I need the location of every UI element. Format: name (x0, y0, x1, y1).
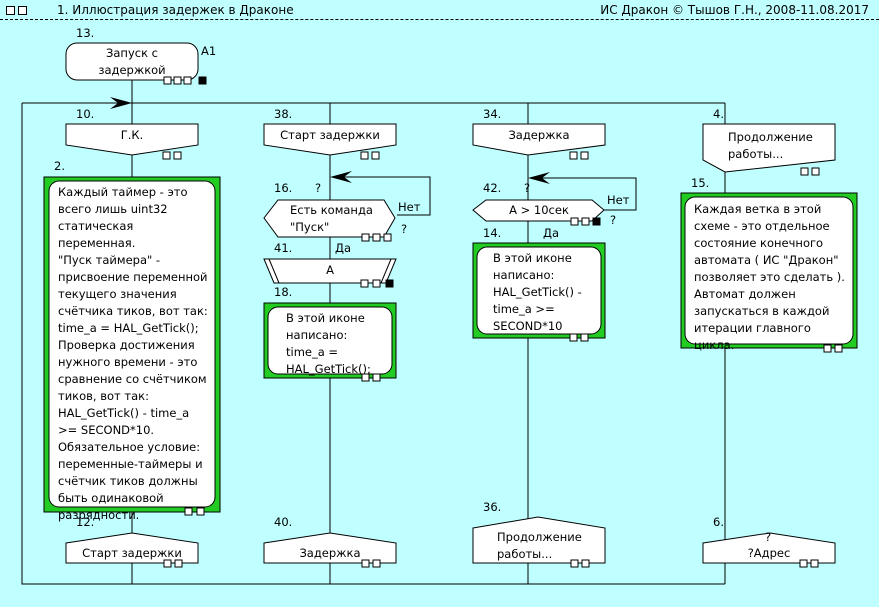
address-36-label: Продолжение работы... (497, 530, 582, 561)
port-squares (162, 76, 843, 568)
header-buttons (6, 6, 27, 15)
diagram-title: 1. Иллюстрация задержек в Драконе (57, 3, 294, 17)
address-36[interactable] (472, 516, 606, 564)
branch-1-header-label: Г.К. (120, 128, 144, 142)
header-button-2[interactable] (18, 6, 27, 15)
question-42-no: Нет (607, 193, 630, 207)
branch-4-header-label: Продолжение работы... (728, 130, 813, 161)
action-41-label: А (326, 263, 334, 277)
question-16-no: Нет (398, 200, 421, 214)
comment-18-text: В этой иконе написано: time_a = HAL_GetT… (286, 311, 371, 376)
question-16-mark-2: ? (401, 222, 408, 236)
branch-1-header-id: 10. (76, 107, 95, 121)
question-42-mark-2: ? (610, 213, 617, 227)
loop-arrow-icon (330, 171, 352, 183)
comment-2-id: 2. (54, 159, 65, 173)
question-16-label: Есть команда "Пуск" (290, 203, 373, 234)
action-41[interactable] (263, 258, 397, 284)
address-36-id: 36. (483, 500, 502, 514)
question-16-yes: Да (335, 241, 352, 255)
address-40-label: Задержка (299, 546, 361, 560)
action-41-id: 41. (274, 241, 293, 255)
comment-18-id: 18. (274, 285, 293, 299)
branch-4-header-id: 4. (713, 107, 724, 121)
address-6-label: ?Адрес (747, 546, 791, 560)
question-16-mark: ? (315, 181, 322, 195)
arrows (110, 97, 550, 184)
copyright: ИС Дракон © Тышов Г.Н., 2008-11.08.2017 (600, 3, 869, 17)
comment-2-text: Каждый таймер - это всего лишь uint32 ст… (58, 185, 208, 522)
address-shapes (65, 516, 836, 564)
address-12-id: 12. (76, 515, 95, 529)
comment-14-text: В этой иконе написано: HAL_GetTick() - t… (493, 251, 582, 333)
comment-14-id: 14. (483, 226, 502, 240)
comment-blocks (43, 176, 858, 513)
address-12-label: Старт задержки (82, 546, 182, 560)
branch-2-header-label: Старт задержки (280, 128, 380, 142)
question-42[interactable] (472, 199, 605, 222)
branch-header-10[interactable] (65, 123, 199, 156)
start-id: 13. (76, 26, 95, 40)
loop-arrow-icon (110, 97, 132, 109)
address-6-id: 6. (713, 515, 724, 529)
start-icon[interactable] (65, 42, 199, 81)
question-42-id: 42. (483, 181, 502, 195)
question-42-label: А > 10сек (509, 203, 569, 217)
comment-15-id: 15. (691, 176, 710, 190)
branch-header-shapes (65, 123, 836, 173)
start-tag: A1 (201, 44, 217, 58)
address-40-id: 40. (274, 515, 293, 529)
header-divider (0, 19, 879, 20)
address-12[interactable] (65, 532, 199, 564)
branch-3-header-label: Задержка (508, 128, 570, 142)
question-42-yes: Да (543, 226, 560, 240)
branch-header-38[interactable] (263, 123, 397, 156)
header-button-1[interactable] (6, 6, 15, 15)
question-16-id: 16. (274, 181, 293, 195)
address-6-mark: ? (765, 530, 772, 544)
comment-15-text: Каждая ветка в этой схеме - это отдельно… (694, 202, 845, 352)
question-shapes (263, 199, 605, 238)
address-40[interactable] (263, 532, 397, 564)
address-6[interactable] (702, 532, 836, 564)
branch-header-4[interactable] (702, 123, 836, 173)
branch-3-header-id: 34. (483, 107, 502, 121)
loop-arrow-icon (528, 172, 550, 184)
start-label: Запуск с задержкой (98, 46, 166, 77)
question-42-mark: ? (524, 181, 531, 195)
branch-2-header-id: 38. (274, 107, 293, 121)
branch-header-34[interactable] (472, 123, 606, 156)
